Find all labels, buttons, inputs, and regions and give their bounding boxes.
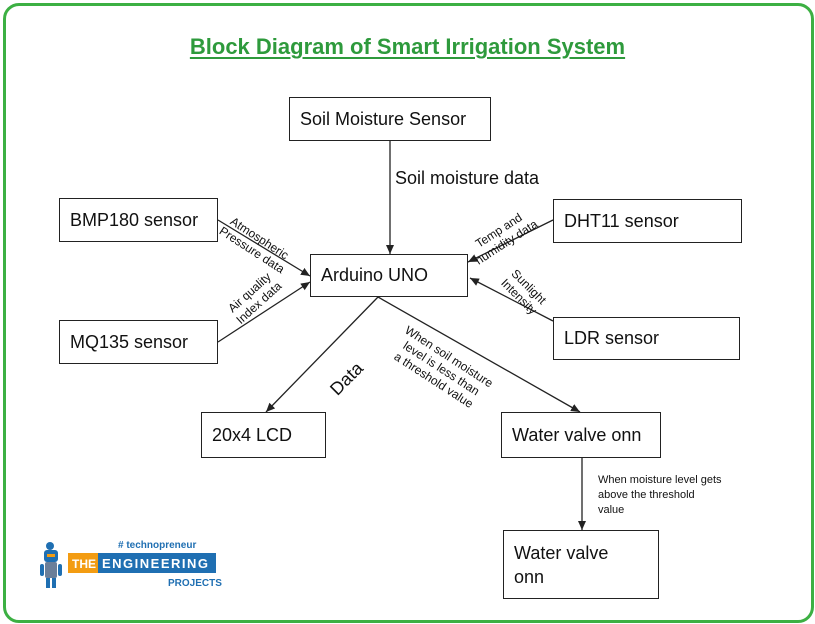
- valve-arrow: [377, 296, 581, 413]
- water-valve-off-label: Water valve onn: [514, 542, 609, 587]
- ldr-sensor-box: LDR sensor: [553, 317, 740, 360]
- bmp-arrow: [217, 219, 311, 277]
- soil-edge-label: Soil moisture data: [395, 168, 540, 188]
- bmp180-sensor-box: BMP180 sensor: [59, 198, 218, 242]
- logo-hashtag: # technopreneur: [118, 540, 196, 551]
- soil-moisture-sensor-box: Soil Moisture Sensor: [289, 97, 491, 141]
- diagram-frame: [3, 3, 814, 623]
- dht11-sensor-box: DHT11 sensor: [553, 199, 742, 243]
- lcd-box: 20x4 LCD: [201, 412, 326, 458]
- logo-graphic: # technopreneur THE ENGINEERING PROJECTS: [40, 540, 222, 589]
- robot-icon: [40, 542, 62, 588]
- logo-the: THE: [72, 557, 96, 571]
- water-valve-on-box: Water valve onn: [501, 412, 661, 458]
- diagram-title: Block Diagram of Smart Irrigation System: [189, 34, 626, 59]
- logo-engineering: ENGINEERING: [102, 556, 210, 571]
- lcd-arrow: [265, 296, 379, 413]
- water-valve-off-box: Water valve onn: [503, 530, 659, 599]
- logo-projects: PROJECTS: [168, 578, 222, 589]
- dht-arrow: [467, 219, 554, 263]
- arduino-uno-box: Arduino UNO: [310, 254, 468, 297]
- engineering-projects-logo: # technopreneur THE ENGINEERING PROJECTS: [38, 536, 238, 592]
- mq135-sensor-box: MQ135 sensor: [59, 320, 218, 364]
- mq-arrow: [217, 281, 311, 343]
- valve-off-edge-label: When moisture level gets above the thres…: [598, 474, 722, 516]
- ldr-arrow: [469, 277, 554, 322]
